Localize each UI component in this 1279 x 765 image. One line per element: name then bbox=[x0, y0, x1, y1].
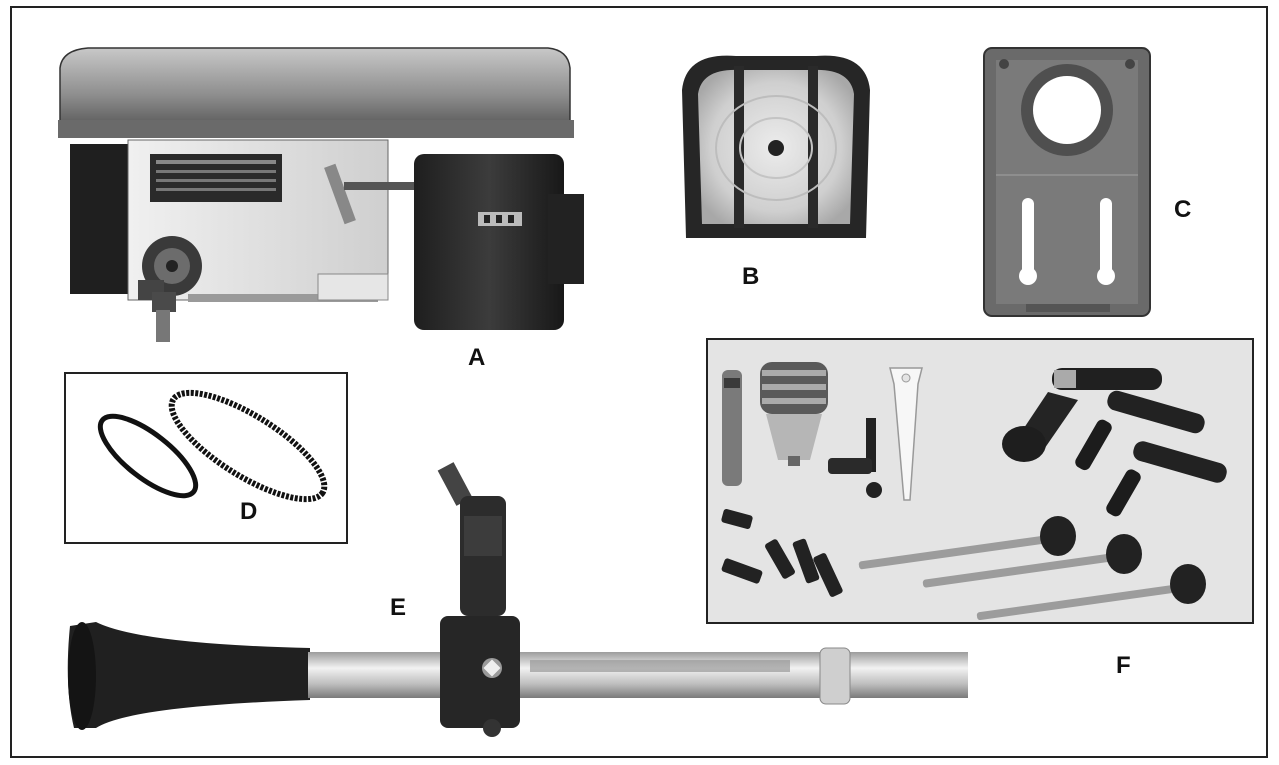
part-e-column-assembly bbox=[60, 456, 972, 746]
drive-belts-illustration bbox=[97, 389, 328, 503]
accessories-illustration bbox=[721, 362, 1227, 621]
label-b: B bbox=[742, 263, 760, 290]
label-a: A bbox=[468, 344, 486, 371]
parts-figure-frame: A B bbox=[10, 6, 1268, 758]
part-d-belts-box bbox=[64, 372, 348, 544]
label-d: D bbox=[240, 498, 258, 525]
label-e: E bbox=[390, 594, 407, 621]
part-c-mounting-plate bbox=[982, 46, 1152, 320]
label-f: F bbox=[1116, 652, 1131, 679]
drill-press-head-illustration bbox=[58, 47, 584, 342]
part-f-accessories-panel bbox=[706, 338, 1254, 624]
column-assembly-illustration bbox=[67, 462, 968, 737]
mounting-plate-illustration bbox=[983, 47, 1151, 317]
part-b-chuck-shield bbox=[676, 50, 876, 246]
label-c: C bbox=[1174, 196, 1192, 223]
part-a-drill-press-head bbox=[48, 44, 588, 344]
chuck-shield-illustration bbox=[682, 55, 870, 238]
